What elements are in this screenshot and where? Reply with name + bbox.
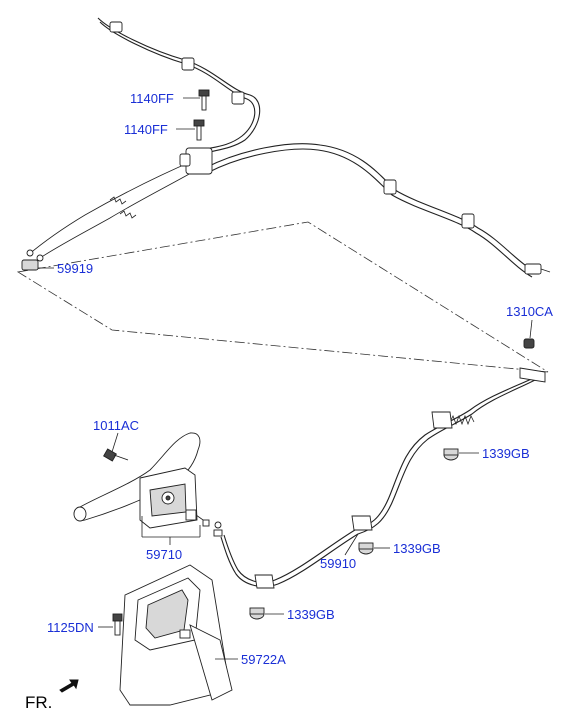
- callout-1140ff-lower: 1140FF: [124, 122, 168, 137]
- callout-59919: 59919: [57, 261, 93, 276]
- callout-59710: 59710: [146, 547, 182, 562]
- nut-1310ca: [523, 338, 535, 349]
- nut-1339gb-lower: [249, 607, 265, 620]
- nut-1339gb-middle: [358, 542, 374, 555]
- callout-59722a: 59722A: [241, 652, 286, 667]
- leader-lines: [38, 97, 533, 660]
- front-cable-assembly: [213, 367, 546, 589]
- callout-1339gb-middle: 1339GB: [393, 541, 441, 556]
- callout-1140ff-upper: 1140FF: [130, 91, 174, 106]
- assembly-boundary: [16, 221, 549, 373]
- bolt-1125dn: [112, 613, 123, 636]
- nut-1339gb-upper: [443, 448, 459, 461]
- callout-1310ca: 1310CA: [506, 304, 553, 319]
- callout-59910: 59910: [320, 556, 356, 571]
- rear-cable-assembly: [21, 17, 551, 278]
- bolt-1011ac: [103, 448, 129, 462]
- callout-1339gb-lower: 1339GB: [287, 607, 335, 622]
- parking-brake-lever: [73, 432, 210, 529]
- front-direction-arrow-icon: [59, 679, 79, 693]
- console-cover: [119, 564, 233, 706]
- callout-1339gb-upper: 1339GB: [482, 446, 530, 461]
- callout-1011ac: 1011AC: [93, 418, 139, 433]
- front-direction-label: FR.: [25, 693, 52, 712]
- bolt-1140ff-upper: [198, 89, 210, 111]
- callout-1125dn: 1125DN: [47, 620, 94, 635]
- bolt-1140ff-lower: [193, 119, 205, 141]
- cable-end-bracket: [21, 259, 39, 271]
